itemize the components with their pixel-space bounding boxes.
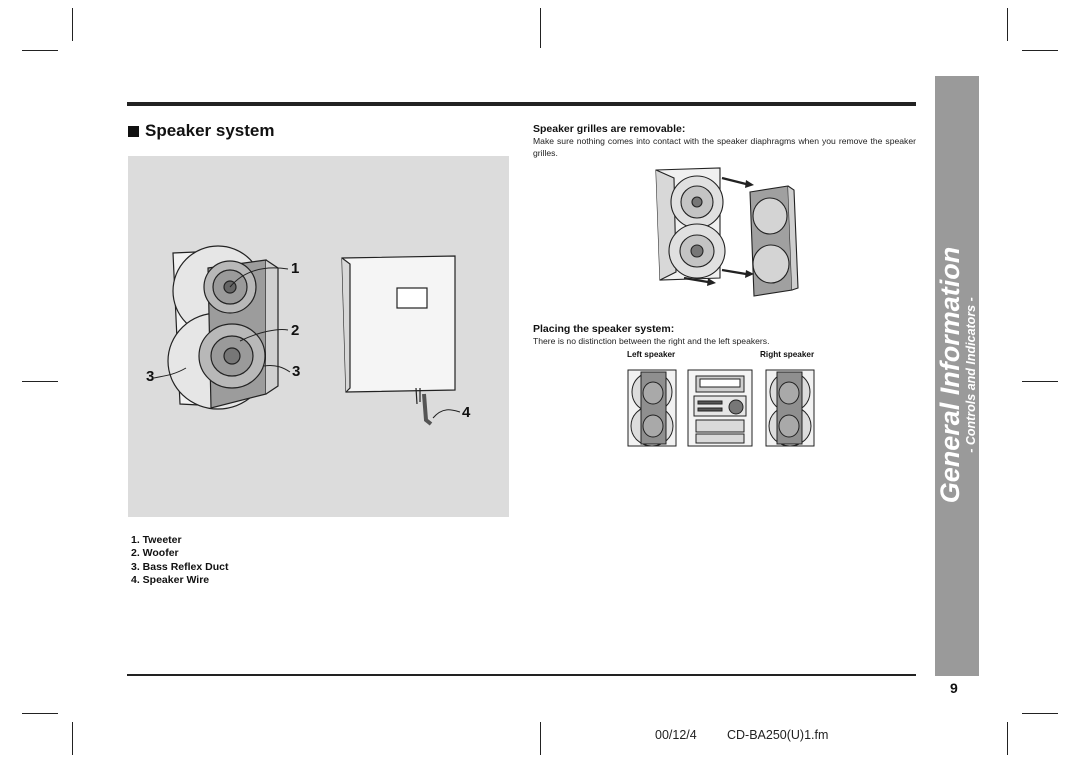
chapter-subtitle: - Controls and Indicators - (964, 297, 978, 453)
section-title: Speaker system (145, 121, 275, 140)
chapter-title: General Information (935, 246, 965, 504)
crop-mark (1022, 381, 1058, 382)
crop-mark (1007, 722, 1008, 755)
grilles-heading: Speaker grilles are removable: (533, 123, 686, 135)
page-number: 9 (950, 680, 958, 696)
callout-2: 2 (291, 322, 300, 339)
crop-mark (1007, 8, 1008, 41)
legend-item-woofer: 2. Woofer (131, 547, 179, 560)
chapter-tab (935, 76, 979, 676)
placing-text: There is no distinction between the righ… (533, 336, 770, 346)
crop-mark (22, 713, 58, 714)
legend-item-bass-reflex-duct: 3. Bass Reflex Duct (131, 560, 229, 573)
crop-mark (1022, 713, 1058, 714)
crop-mark (22, 50, 58, 51)
left-speaker-caption: Left speaker (627, 350, 676, 359)
footer-date: 00/12/4 (655, 728, 697, 742)
callout-3-left: 3 (146, 368, 155, 385)
footer-filename: CD-BA250(U)1.fm (727, 728, 829, 742)
square-bullet-icon (128, 125, 139, 137)
speaker-placement-illustration (627, 369, 815, 447)
parts-legend: 1. Tweeter 2. Woofer 3. Bass Reflex Duct… (131, 534, 228, 587)
speaker-front-drawing (167, 245, 279, 410)
crop-mark (72, 8, 73, 41)
grilles-text: Make sure nothing comes into contact wit… (533, 136, 916, 158)
crop-mark (540, 722, 541, 755)
callout-4: 4 (462, 404, 471, 421)
crop-mark (22, 381, 58, 382)
section-heading: Speaker system (128, 121, 274, 141)
legend-item-speaker-wire: 4. Speaker Wire (131, 573, 210, 586)
crop-mark (1022, 50, 1058, 51)
legend-item-tweeter: 1. Tweeter (131, 534, 182, 546)
crop-mark (72, 722, 73, 755)
speaker-back-drawing (341, 255, 456, 426)
grille-removal-illustration (655, 167, 799, 297)
right-speaker-caption: Right speaker (760, 350, 815, 359)
crop-mark (540, 8, 541, 48)
callout-3-right: 3 (292, 363, 301, 380)
bottom-rule (127, 674, 916, 676)
placing-heading: Placing the speaker system: (533, 323, 675, 335)
top-rule (127, 102, 916, 106)
callout-1: 1 (291, 260, 300, 277)
speaker-parts-illustration (153, 245, 461, 426)
